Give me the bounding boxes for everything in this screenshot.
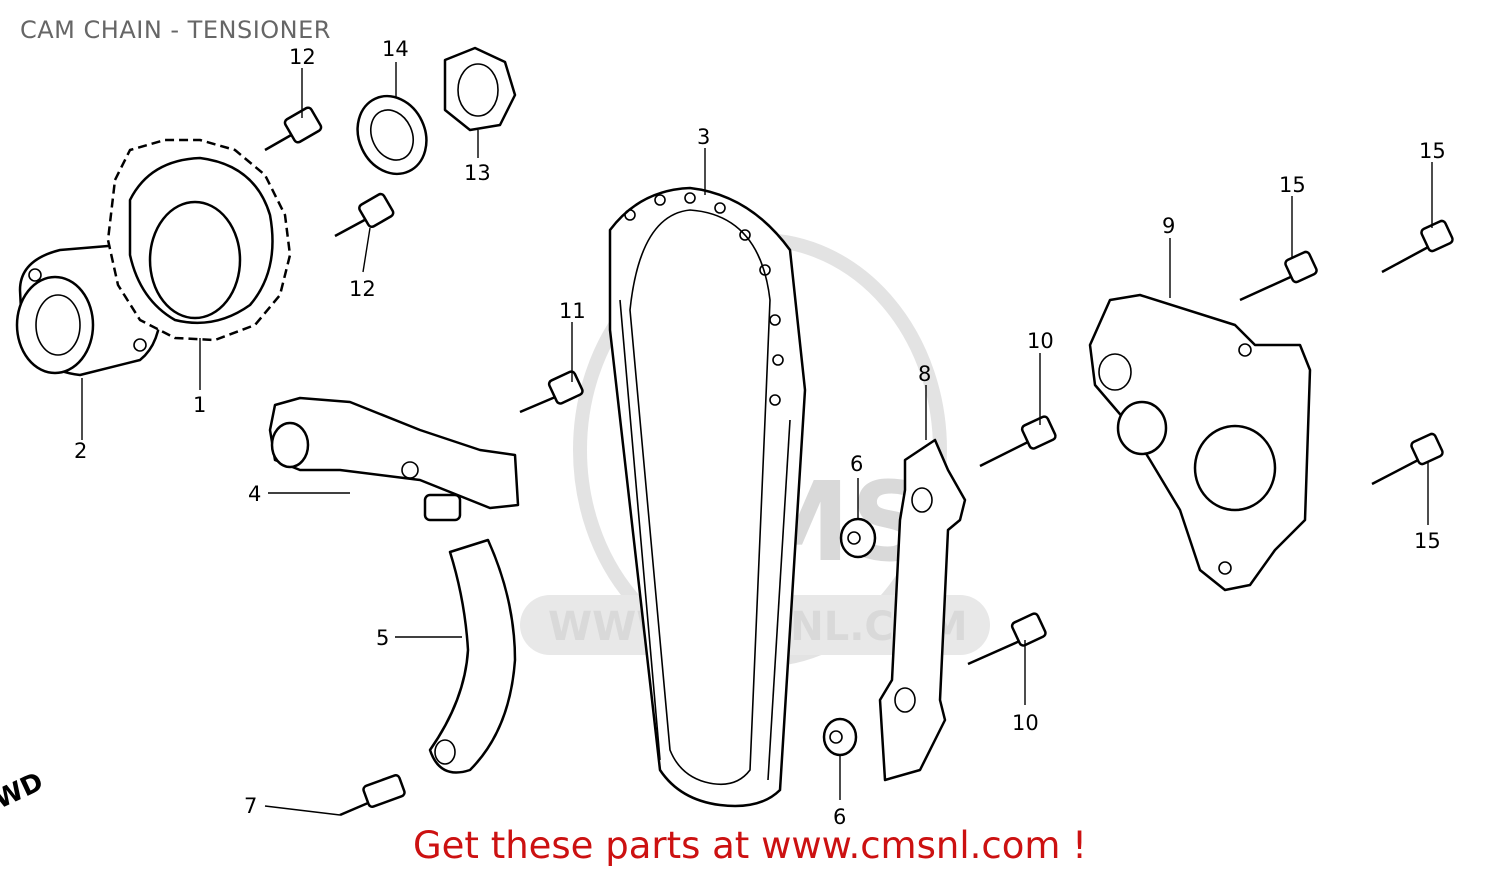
callout-8: 8 bbox=[918, 362, 931, 386]
part-1-cam-sprocket[interactable] bbox=[106, 138, 292, 342]
part-9-guide-plate[interactable] bbox=[1088, 293, 1312, 592]
callout-2: 2 bbox=[74, 439, 87, 463]
part-7-bolt[interactable] bbox=[339, 774, 406, 817]
callout-10-upper: 10 bbox=[1027, 329, 1054, 353]
part-15-bolt-c[interactable] bbox=[1371, 432, 1444, 486]
callout-6-lower: 6 bbox=[833, 805, 846, 829]
callout-15-b: 15 bbox=[1419, 139, 1446, 163]
callout-11: 11 bbox=[559, 299, 586, 323]
part-11-bolt[interactable] bbox=[519, 370, 584, 414]
callout-5: 5 bbox=[376, 626, 389, 650]
part-12-bolt-upper[interactable] bbox=[264, 106, 323, 152]
fwd-label: FWD bbox=[0, 767, 48, 823]
callout-10-lower: 10 bbox=[1012, 711, 1039, 735]
callout-6-upper: 6 bbox=[850, 452, 863, 476]
callout-14: 14 bbox=[382, 37, 409, 61]
callout-3: 3 bbox=[697, 125, 710, 149]
callout-4: 4 bbox=[248, 482, 261, 506]
callout-7: 7 bbox=[244, 794, 257, 818]
callout-1: 1 bbox=[193, 393, 206, 417]
part-3-cam-chain[interactable] bbox=[608, 186, 807, 808]
footer-banner[interactable]: Get these parts at www.cmsnl.com ! bbox=[412, 824, 1087, 867]
part-15-bolt-a[interactable] bbox=[1239, 250, 1318, 302]
page-title: CAM CHAIN - TENSIONER bbox=[20, 16, 331, 44]
callout-15-c: 15 bbox=[1414, 529, 1441, 553]
callout-leader-lines bbox=[81, 62, 1433, 816]
part-10-bolt-lower[interactable] bbox=[967, 612, 1047, 666]
callout-12-upper: 12 bbox=[289, 45, 316, 69]
part-10-bolt-upper[interactable] bbox=[979, 415, 1057, 468]
callout-15-a: 15 bbox=[1279, 173, 1306, 197]
part-14-washer[interactable] bbox=[345, 85, 439, 185]
part-13-nut[interactable] bbox=[443, 46, 517, 132]
part-12-bolt-lower[interactable] bbox=[334, 192, 395, 238]
part-4-chain-tensioner[interactable] bbox=[268, 396, 520, 522]
callout-12-lower: 12 bbox=[349, 277, 376, 301]
part-8-chain-guide[interactable] bbox=[878, 438, 967, 782]
part-15-bolt-b[interactable] bbox=[1381, 219, 1454, 274]
part-6-collar-lower[interactable] bbox=[822, 717, 858, 757]
part-5-tensioner-slipper[interactable] bbox=[428, 538, 517, 774]
part-6-collar-upper[interactable] bbox=[839, 517, 877, 559]
direction-marker: FWD bbox=[0, 767, 48, 823]
callout-13: 13 bbox=[464, 161, 491, 185]
callout-labels: 1 2 3 4 5 6 6 7 8 9 10 10 11 12 12 13 14… bbox=[74, 37, 1446, 829]
callout-9: 9 bbox=[1162, 214, 1175, 238]
